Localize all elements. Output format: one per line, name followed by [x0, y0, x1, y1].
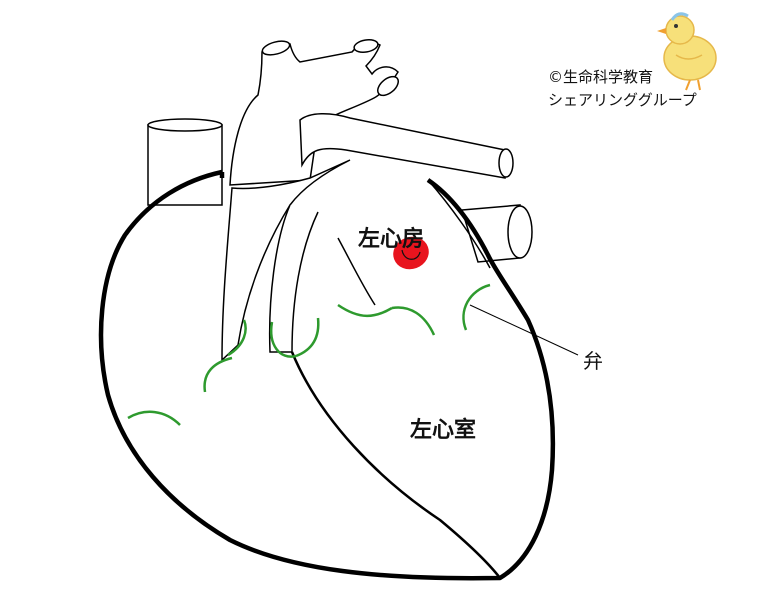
label-left-ventricle: 左心室: [410, 417, 476, 443]
left-atrium-outline: [337, 179, 491, 306]
label-left-atrium: 左心房: [358, 226, 424, 252]
superior-vena-cava: [147, 124, 223, 206]
red-blood-cell-icon: [393, 236, 429, 270]
credit-line-1: ©生命科学教育: [548, 68, 653, 86]
valve-leader-line: [469, 304, 579, 356]
heart-outline: [98, 169, 556, 581]
pulmonary-artery: [299, 113, 506, 179]
great-vessels: [147, 38, 533, 362]
credit-line-2: シェアリンググループ: [548, 91, 697, 109]
chick-logo: [657, 12, 717, 91]
septum-line: [290, 351, 501, 579]
label-valve: 弁: [583, 349, 603, 373]
pulmonary-trunk: [221, 159, 351, 362]
valve-lines: [127, 283, 491, 426]
vena-cava-opening: [147, 118, 223, 132]
